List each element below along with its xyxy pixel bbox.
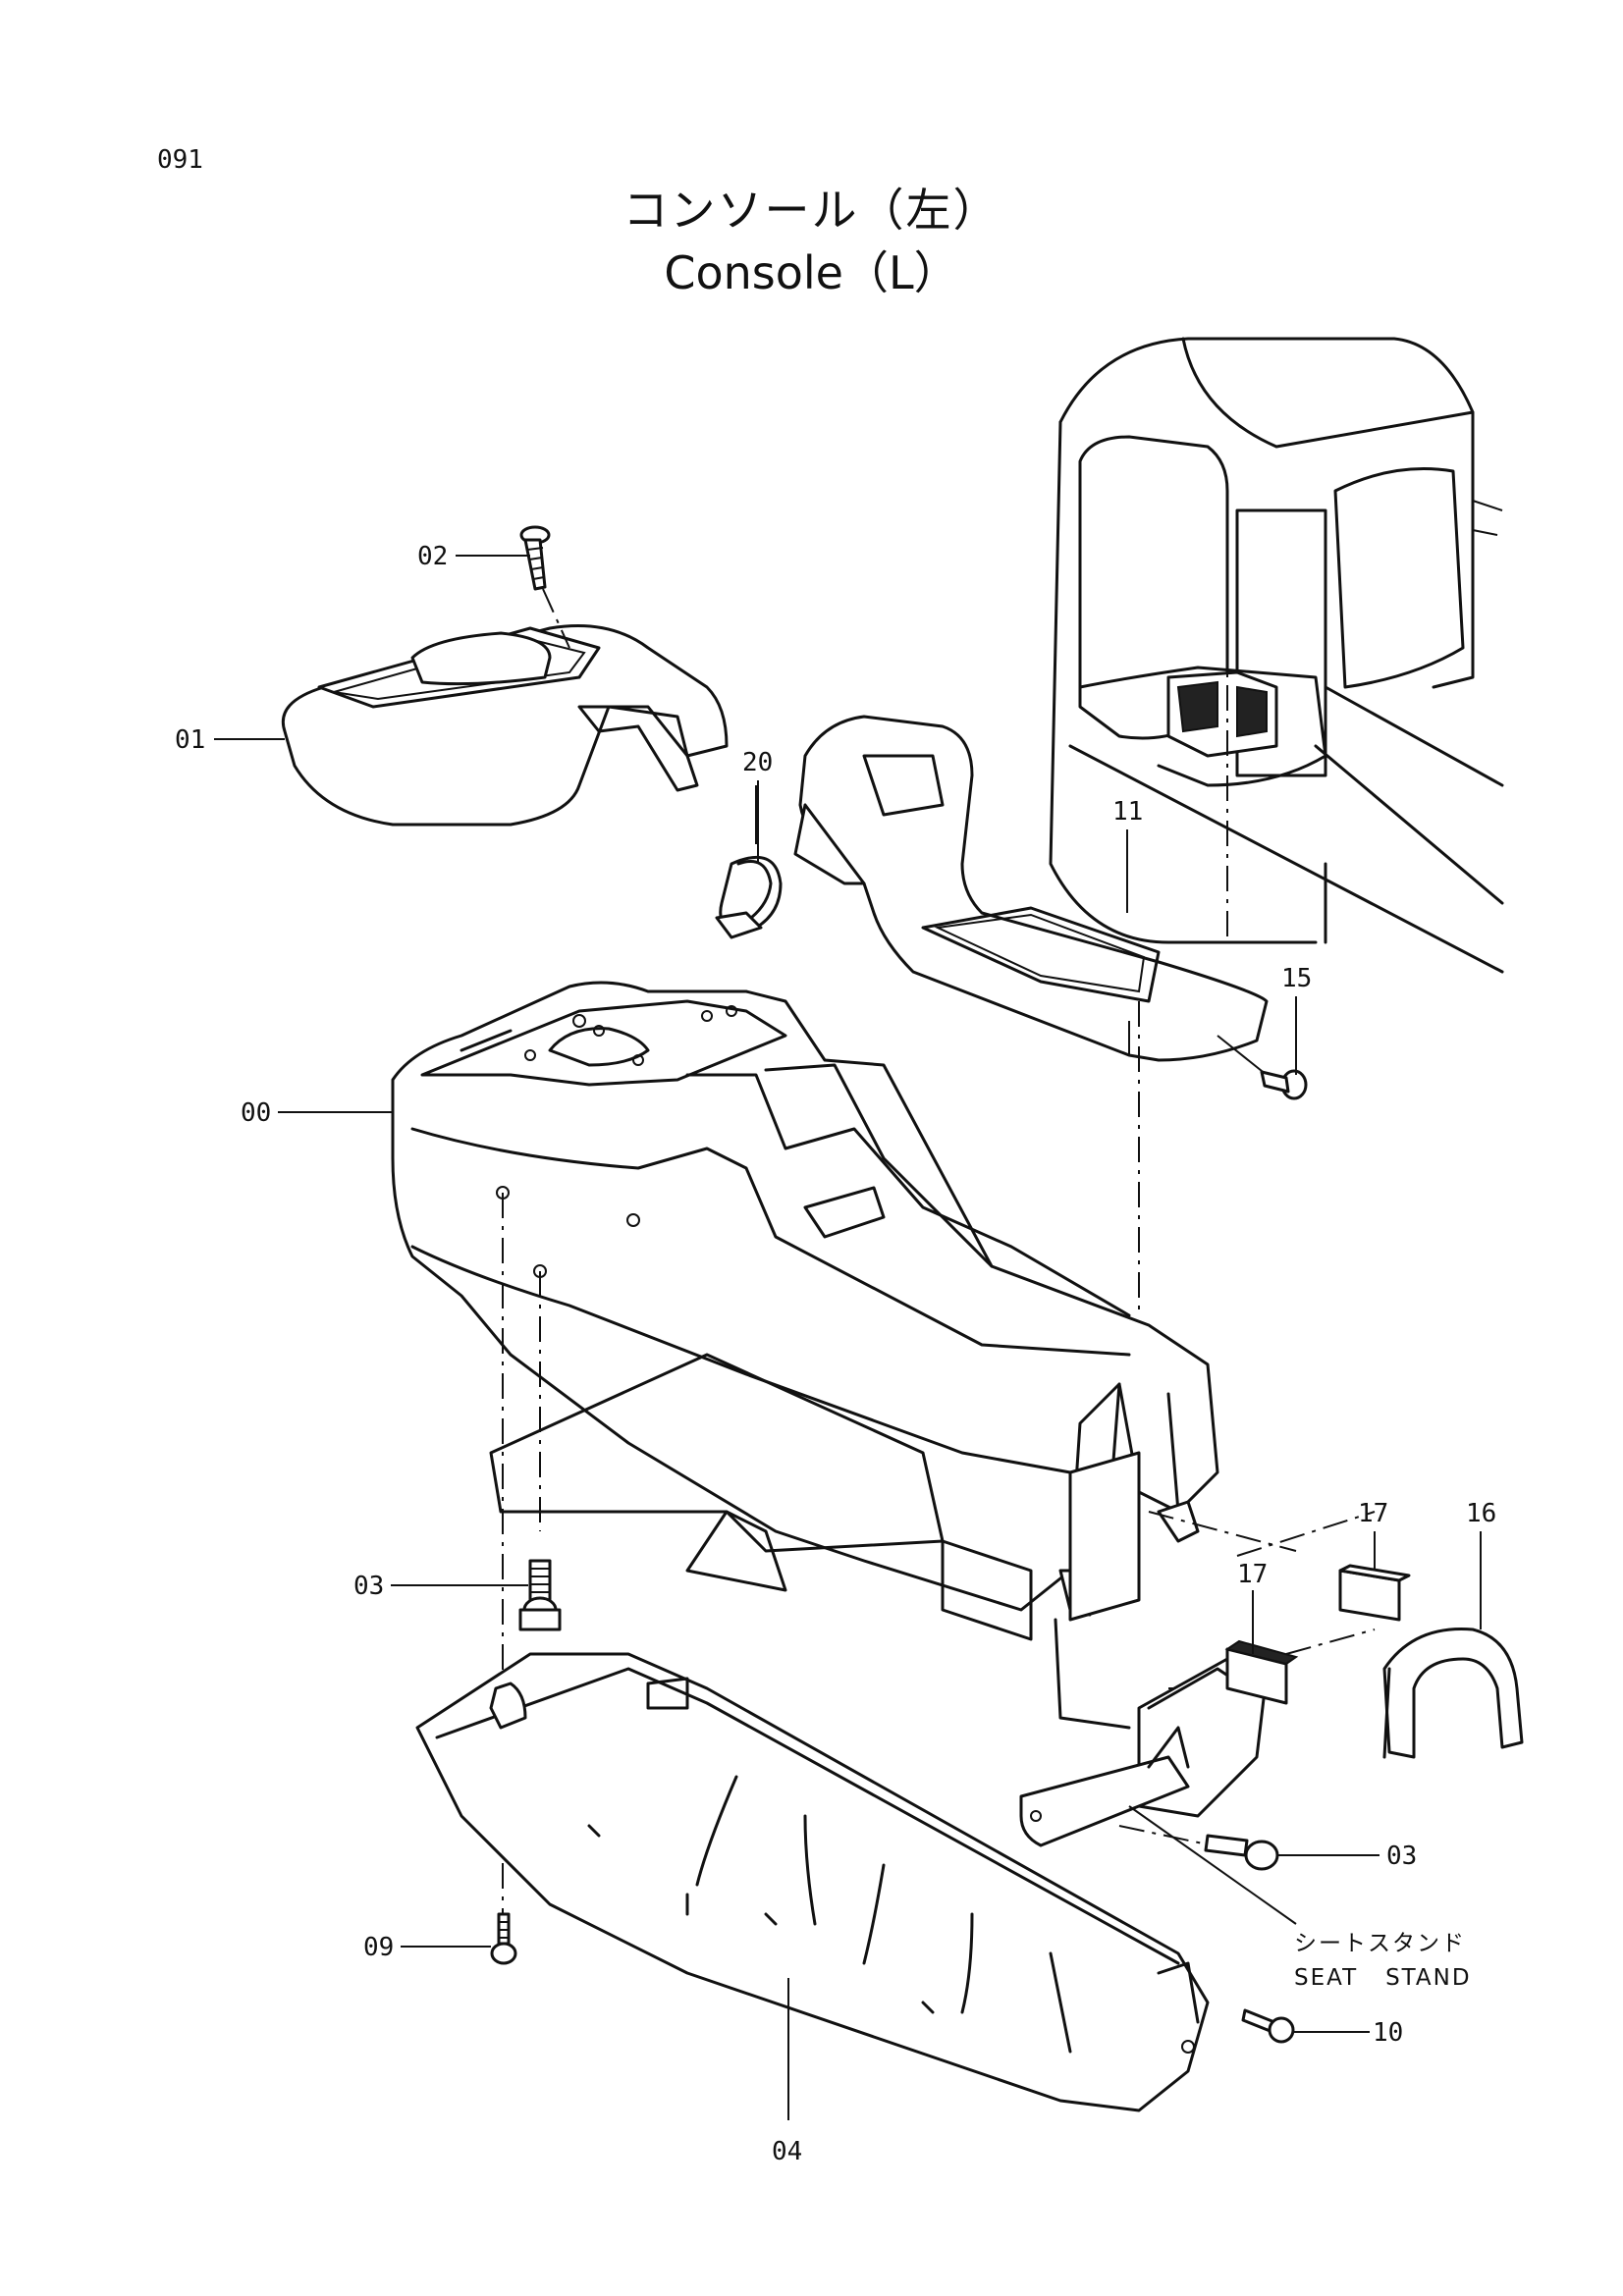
callout-01: 01 (175, 725, 205, 755)
part-03-bolt-right (1118, 1825, 1279, 1871)
callout-02: 02 (417, 542, 448, 571)
seat-stand (1019, 1657, 1297, 1925)
part-15-screw (1217, 1035, 1308, 1100)
leader-lines (214, 555, 1482, 2120)
part-11-armrest (793, 715, 1269, 1062)
part-16-u-guard (1382, 1628, 1524, 1759)
cab-illustration (1049, 337, 1504, 974)
callout-15: 15 (1281, 964, 1312, 993)
callout-20: 20 (742, 748, 773, 777)
callout-11: 11 (1112, 797, 1143, 827)
part-00-console-body (391, 981, 1219, 1730)
callout-17-top: 17 (1358, 1499, 1388, 1528)
part-20-cable-band (715, 785, 783, 939)
callout-03-right: 03 (1386, 1842, 1417, 1871)
callout-10: 10 (1373, 2018, 1403, 2048)
part-03-bolt-left (518, 1559, 562, 1631)
callout-16: 16 (1466, 1499, 1496, 1528)
title-english: Console（L） (664, 246, 959, 299)
part-10-screw (1241, 2008, 1295, 2044)
callout-04: 04 (772, 2137, 802, 2166)
part-17-pad-b (1224, 1639, 1299, 1705)
part-17-pad-a (1338, 1564, 1411, 1622)
part-09-screw (490, 1912, 517, 1965)
callout-labels: 02 01 20 11 15 00 03 17 17 16 03 09 10 0… (175, 542, 1496, 2166)
page-number: 091 (157, 145, 203, 175)
callout-17-lower: 17 (1237, 1560, 1268, 1589)
part-02-screw (519, 525, 570, 649)
part-01-top-cover (282, 624, 729, 827)
callout-09: 09 (363, 1933, 394, 1962)
callout-03-left: 03 (353, 1572, 384, 1601)
title-japanese: コンソール（左） (622, 184, 1001, 237)
part-04-under-cover (415, 1652, 1210, 2112)
callout-00: 00 (241, 1098, 271, 1128)
seat-stand-label-jp: シートスタンド (1294, 1931, 1466, 1956)
seat-stand-label-en: SEAT STAND (1294, 1965, 1472, 1991)
